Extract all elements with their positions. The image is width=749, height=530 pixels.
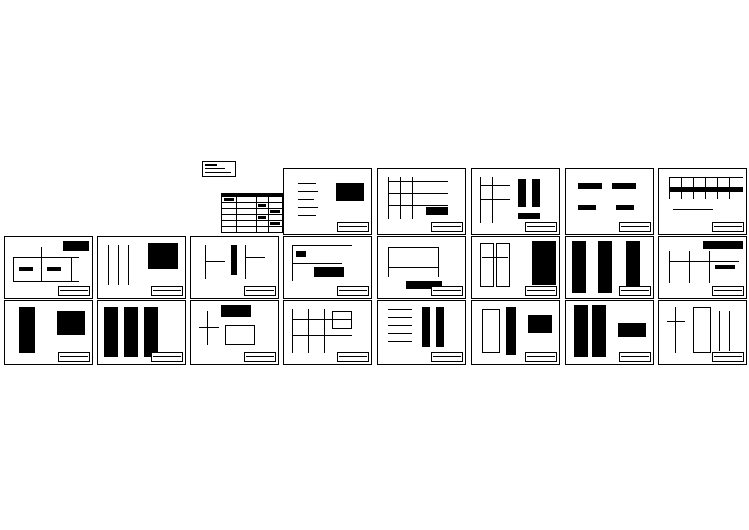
drawing-sheet[interactable]	[283, 300, 372, 365]
drawing-index-table	[221, 193, 283, 233]
drawing-sheet[interactable]	[377, 300, 466, 365]
drawing-sheet[interactable]	[377, 236, 466, 299]
drawing-sheet[interactable]	[283, 236, 372, 299]
drawing-sheet[interactable]	[4, 300, 93, 365]
drawing-sheet[interactable]	[565, 236, 654, 299]
drawing-sheet[interactable]	[471, 168, 560, 235]
drawing-sheet[interactable]	[565, 168, 654, 235]
drawing-sheet[interactable]	[4, 236, 93, 299]
cover-title-block	[202, 161, 236, 177]
drawing-sheet[interactable]	[283, 168, 372, 235]
drawing-sheet[interactable]	[190, 300, 279, 365]
drawing-sheet[interactable]	[471, 300, 560, 365]
drawing-sheet[interactable]	[471, 236, 560, 299]
drawing-sheet[interactable]	[658, 236, 747, 299]
drawing-sheet[interactable]	[565, 300, 654, 365]
drawing-sheet[interactable]	[190, 236, 279, 299]
drawing-sheet[interactable]	[377, 168, 466, 235]
drawing-sheet[interactable]	[658, 300, 747, 365]
drawing-sheet[interactable]	[97, 300, 186, 365]
drawing-sheet[interactable]	[658, 168, 747, 235]
drawing-sheet[interactable]	[97, 236, 186, 299]
